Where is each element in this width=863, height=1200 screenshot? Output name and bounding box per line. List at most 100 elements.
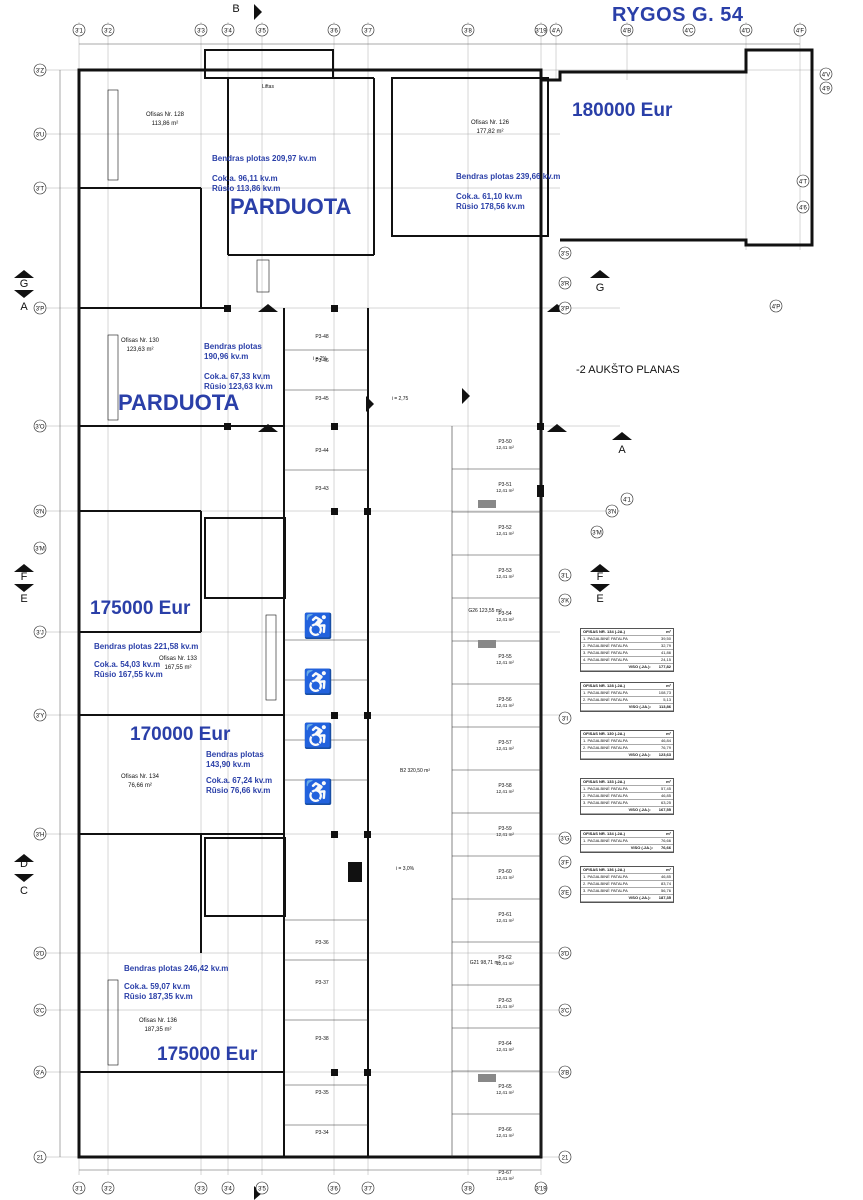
axis-label: 3'H xyxy=(36,833,45,839)
axis-label: 3'M xyxy=(592,531,601,537)
axis-label: 3'U xyxy=(36,133,45,139)
axis-bubble xyxy=(549,23,563,37)
parking-space-area: 12,41 m² xyxy=(496,1176,514,1181)
axis-bubble xyxy=(361,1181,375,1195)
axis-bubble xyxy=(194,23,208,37)
axis-label: 3'2 xyxy=(104,1187,112,1193)
parking-space-label: P3-36 xyxy=(315,940,329,946)
axis-bubble xyxy=(33,1150,47,1164)
axis-bubble xyxy=(793,23,807,37)
section-mark-label: E xyxy=(20,593,27,605)
office-area: 113,86 m² xyxy=(152,121,179,127)
axis-bubble xyxy=(620,23,634,37)
parking-space-area: 12,41 m² xyxy=(496,1047,514,1052)
parking-space-label: P3-57 xyxy=(498,740,512,746)
axis-bubble xyxy=(33,946,47,960)
parking-space-label: P3-51 xyxy=(498,482,512,488)
axis-bubble xyxy=(558,246,572,260)
office-area: 187,35 m² xyxy=(144,1027,171,1033)
section-mark-label: B xyxy=(232,3,239,15)
parking-space-area: 12,41 m² xyxy=(496,832,514,837)
axis-label: 4'T xyxy=(799,180,807,186)
parking-space-label: P3-58 xyxy=(498,783,512,789)
stairs xyxy=(107,89,277,1066)
area-table: OFISAS NR. 134 (-2A.)m² 1. PAGALBINĖ PAT… xyxy=(580,830,674,853)
section-mark-label: A xyxy=(618,444,626,456)
ramp-slope-label: i = 3,0% xyxy=(396,866,415,872)
parking-space-area: 12,41 m² xyxy=(496,703,514,708)
parking-space-label: P3-61 xyxy=(498,912,512,918)
axis-label: 4'6 xyxy=(799,206,807,212)
axis-label: 3'1 xyxy=(75,1187,83,1193)
axis-bubble xyxy=(33,827,47,841)
axis-bubble xyxy=(194,1181,208,1195)
axis-bubble xyxy=(819,81,833,95)
parking-space-area: 12,41 m² xyxy=(496,531,514,536)
sold-label: PARDUOTA xyxy=(118,390,240,415)
parking-space-area: 12,41 m² xyxy=(496,445,514,450)
axis-bubble xyxy=(682,23,696,37)
storage-label: G26 123,55 m² xyxy=(468,608,502,614)
axis-bubble xyxy=(33,419,47,433)
office-area: 123,63 m² xyxy=(126,347,153,353)
axis-label: 3'A xyxy=(36,1071,44,1077)
parking-space-label: P3-48 xyxy=(315,334,329,340)
parking-space-label: P3-46 xyxy=(315,358,329,364)
axis-label: 3'7 xyxy=(364,1187,372,1193)
axis-bubble xyxy=(72,23,86,37)
axis-label: 3'N xyxy=(608,510,617,516)
floor-label: -2 AUKŠTO PLANAS xyxy=(576,364,680,376)
axis-bubble xyxy=(33,301,47,315)
price-label-180000: 180000 Eur xyxy=(572,100,673,121)
area-note: Bendras plotas 221,58 kv.m Cok.a. 54,03 … xyxy=(94,642,199,679)
axis-bubble xyxy=(819,67,833,81)
parking-space-label: P3-55 xyxy=(498,654,512,660)
axis-bubble xyxy=(327,23,341,37)
axis-label: 3'C xyxy=(36,1009,45,1015)
inner-walls xyxy=(79,49,549,1157)
axis-label: 3'P xyxy=(36,307,44,313)
parking-space-label: P3-45 xyxy=(315,396,329,402)
parking-space-label: P3-35 xyxy=(315,1090,329,1096)
axis-bubble xyxy=(605,504,619,518)
axis-bubble xyxy=(769,299,783,313)
parking-space-label: P3-52 xyxy=(498,525,512,531)
section-markers xyxy=(14,4,632,1200)
axis-label: 3'P xyxy=(561,307,569,313)
axis-bubble xyxy=(361,23,375,37)
parking-space-label: P3-67 xyxy=(498,1170,512,1176)
axis-label: 3'M xyxy=(35,547,44,553)
axis-bubble xyxy=(558,831,572,845)
axis-bubble xyxy=(221,1181,235,1195)
wheelchair-icon: ♿ xyxy=(303,778,333,806)
price-label-175000: 175000 Eur xyxy=(157,1044,258,1065)
axis-label: 3'8 xyxy=(464,29,472,35)
parking-space-label: P3-40 xyxy=(315,744,329,750)
office-name: Ofisas Nr. 134 xyxy=(121,774,160,780)
axis-bubble xyxy=(33,181,47,195)
wheelchair-icon: ♿ xyxy=(303,722,333,750)
axis-label: 3'Y xyxy=(36,714,44,720)
axis-label: 4'D xyxy=(742,29,751,35)
axis-bubble xyxy=(558,885,572,899)
building-title: RYGOS G. 54 xyxy=(612,4,744,26)
area-note: Bendras plotas 190,96 kv.m Cok.a. 67,33 … xyxy=(204,342,273,391)
office-area: 167,55 m² xyxy=(164,665,191,671)
area-note: Bendras plotas 239,66 kv.m Cok.a. 61,10 … xyxy=(456,172,561,211)
axis-bubble xyxy=(72,1181,86,1195)
axis-label: 3'8 xyxy=(464,1187,472,1193)
axis-bubble xyxy=(534,1181,548,1195)
wheelchair-icon: ♿ xyxy=(303,612,333,640)
section-mark-label: G xyxy=(596,282,605,294)
axis-label: 3'J xyxy=(36,631,43,637)
parking-space-label: P3-50 xyxy=(498,439,512,445)
axis-bubble xyxy=(590,525,604,539)
parking-space-label: P3-59 xyxy=(498,826,512,832)
axis-bubble xyxy=(796,174,810,188)
parking-space-label: P3-41 xyxy=(315,682,329,688)
axis-bubble xyxy=(33,127,47,141)
axis-bubble xyxy=(558,946,572,960)
axis-label: 3'N xyxy=(36,510,45,516)
axis-bubble xyxy=(33,1003,47,1017)
